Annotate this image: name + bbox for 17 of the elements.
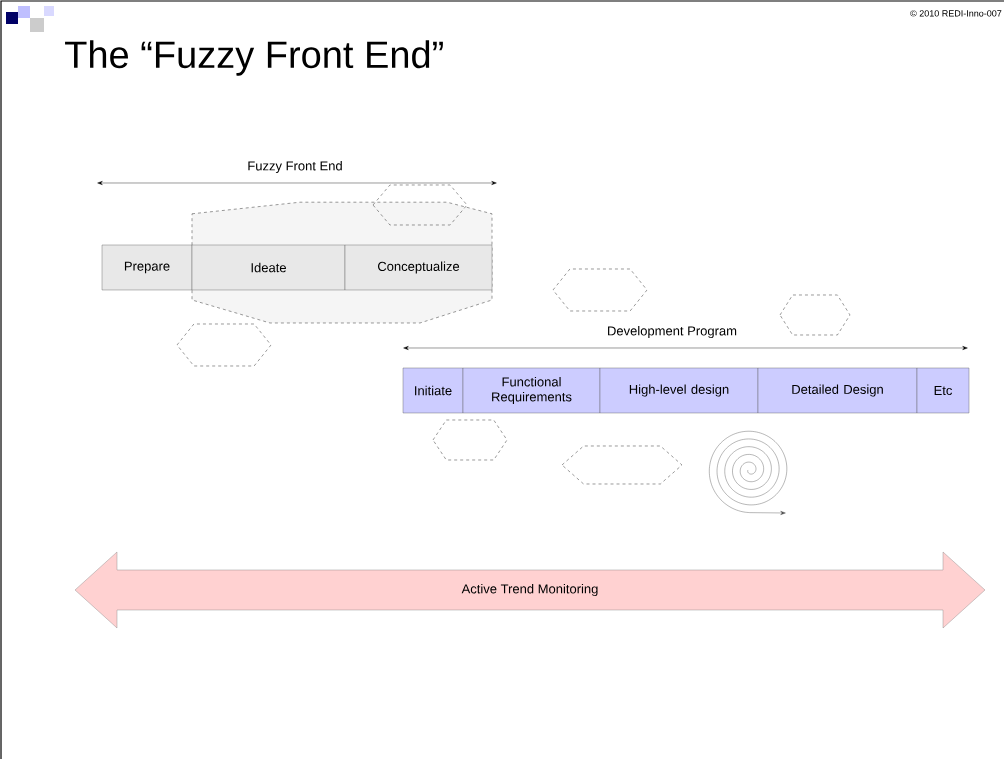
copyright-note: © 2010 REDI-Inno-007 bbox=[910, 10, 1002, 17]
dashed-hexagon bbox=[432, 419, 508, 461]
phase-box: High-level design bbox=[599, 367, 759, 414]
dashed-hexagon bbox=[779, 294, 851, 336]
phase-box: Etc bbox=[916, 367, 970, 414]
dashed-hexagon bbox=[561, 445, 683, 485]
phase-box: Prepare bbox=[101, 244, 193, 291]
double-arrow-band: Active Trend Monitoring bbox=[74, 551, 986, 629]
dashed-hexagon bbox=[372, 184, 468, 226]
dashed-hexagon bbox=[176, 323, 272, 367]
phase-box: Initiate bbox=[402, 367, 464, 414]
phase-box: Ideate bbox=[191, 244, 346, 291]
slide-title: The “Fuzzy Front End” bbox=[65, 40, 443, 76]
dashed-hexagon bbox=[552, 268, 648, 312]
span-label: Fuzzy Front End bbox=[248, 160, 342, 174]
span-label: Development Program bbox=[608, 325, 737, 339]
phase-box: Conceptualize bbox=[344, 244, 493, 291]
